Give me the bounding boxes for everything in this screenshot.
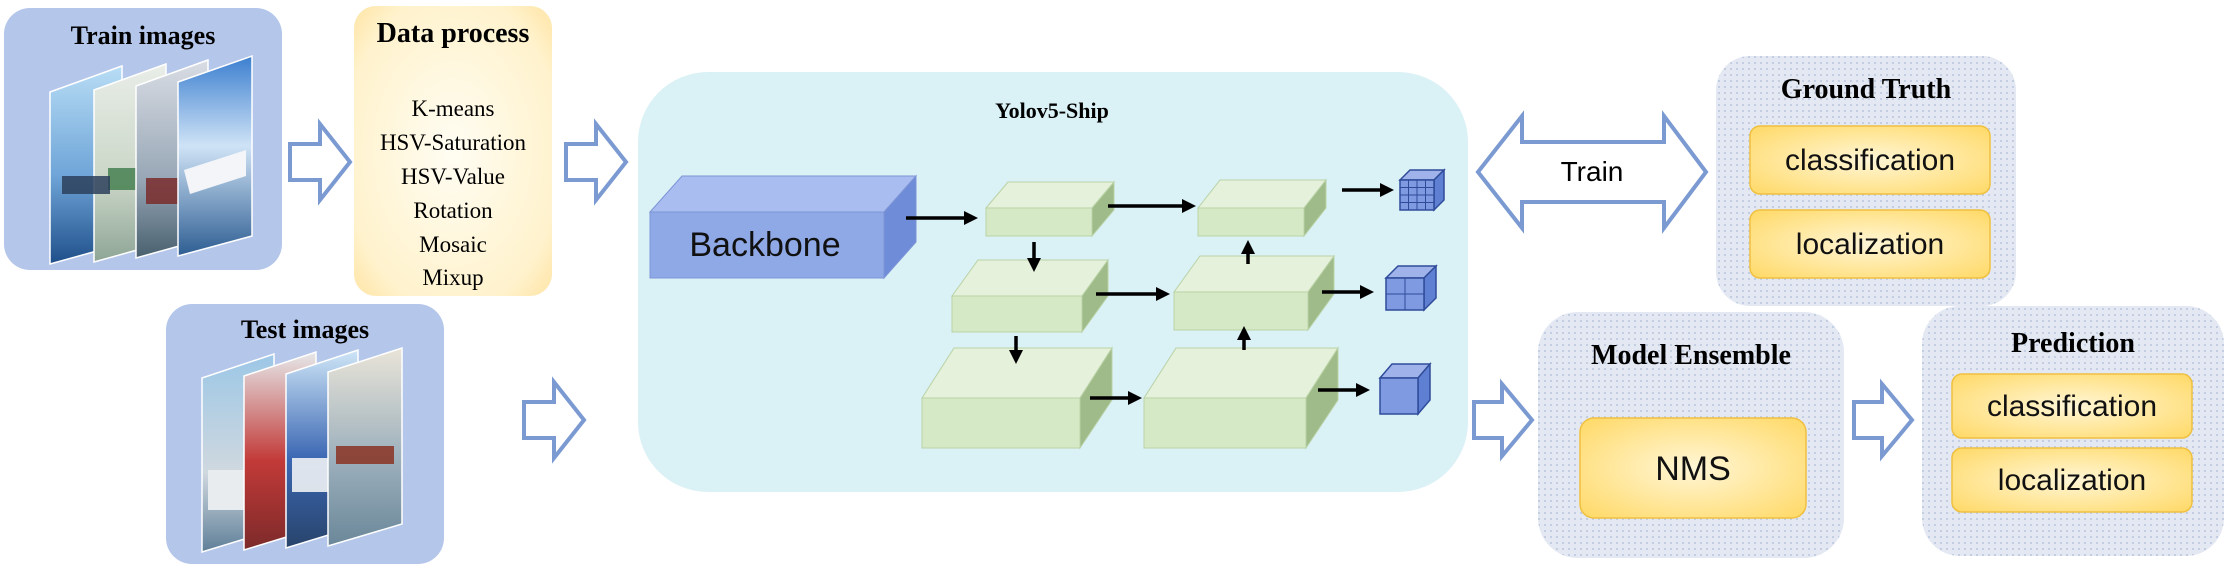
train-images-panel: Train images bbox=[4, 8, 282, 270]
arrow-c-to-d bbox=[1096, 287, 1170, 301]
arrow-b-to-output bbox=[1342, 183, 1394, 197]
train-image-4 bbox=[177, 54, 253, 257]
data-process-title: Data process bbox=[377, 18, 530, 49]
data-process-item: HSV-Saturation bbox=[380, 130, 527, 155]
model-ensemble-panel: Model Ensemble NMS bbox=[1538, 312, 1844, 558]
ground-truth-classification-label: classification bbox=[1785, 144, 1955, 177]
arrow-f-to-d bbox=[1237, 326, 1251, 350]
prediction-classification-box bbox=[1951, 373, 2193, 439]
ship-hull-1 bbox=[62, 176, 110, 194]
arrow-f-to-output bbox=[1318, 383, 1370, 397]
prediction-localization-label: localization bbox=[1998, 464, 2146, 497]
data-process-item: Rotation bbox=[413, 198, 493, 223]
arrow-a-to-b bbox=[1108, 199, 1196, 213]
arrow-c-to-e bbox=[1009, 336, 1023, 364]
ground-truth-localization-box bbox=[1749, 209, 1991, 279]
prediction-localization-box bbox=[1951, 447, 2193, 513]
ground-truth-title: Ground Truth bbox=[1781, 74, 1952, 105]
ground-truth-classification-box bbox=[1749, 125, 1991, 195]
test-ship-4 bbox=[336, 446, 394, 464]
arrow-d-to-b bbox=[1241, 240, 1255, 264]
model-panel: Yolov5-Ship Backbone bbox=[638, 72, 1468, 492]
nms-box bbox=[1579, 417, 1807, 519]
arrow-a-to-c bbox=[1027, 242, 1041, 272]
arrow-train-to-process bbox=[288, 118, 353, 206]
output-cube-small bbox=[1378, 361, 1432, 417]
backbone-front bbox=[649, 211, 885, 279]
output-cube-large-grid bbox=[1398, 168, 1446, 212]
feature-block-e bbox=[921, 346, 1113, 450]
train-images-title: Train images bbox=[71, 21, 216, 50]
data-process-item: K-means bbox=[411, 96, 494, 121]
data-process-item: HSV-Value bbox=[401, 164, 505, 189]
ground-truth-panel: Ground Truth classification localization bbox=[1716, 56, 2016, 306]
feature-block-a bbox=[984, 180, 1116, 238]
prediction-panel: Prediction classification localization bbox=[1922, 306, 2224, 556]
data-process-panel: Data process K-means HSV-Saturation HSV-… bbox=[354, 6, 552, 296]
test-image-stack bbox=[201, 346, 403, 554]
nms-label: NMS bbox=[1655, 450, 1731, 488]
arrow-model-to-ensemble bbox=[1472, 378, 1535, 462]
arrow-ensemble-to-prediction bbox=[1852, 378, 1915, 462]
train-image-stack bbox=[49, 54, 253, 265]
prediction-title: Prediction bbox=[2011, 328, 2135, 359]
model-ensemble-title: Model Ensemble bbox=[1591, 340, 1791, 371]
feature-block-f bbox=[1143, 346, 1339, 450]
arrow-d-to-output bbox=[1322, 285, 1374, 299]
data-process-item: Mixup bbox=[422, 265, 483, 290]
train-arrow-label: Train bbox=[1561, 156, 1624, 187]
backbone-top bbox=[648, 175, 918, 213]
test-images-title: Test images bbox=[241, 315, 369, 344]
arrow-process-to-model bbox=[564, 118, 629, 206]
ground-truth-localization-label: localization bbox=[1796, 228, 1944, 261]
feature-block-b bbox=[1196, 178, 1328, 238]
test-images-panel: Test images bbox=[166, 304, 444, 564]
model-title: Yolov5-Ship bbox=[995, 98, 1109, 123]
backbone-label: Backbone bbox=[689, 226, 840, 264]
feature-block-c bbox=[951, 258, 1109, 334]
arrow-backbone-to-a bbox=[906, 211, 978, 225]
arrow-train-bidirectional bbox=[1475, 110, 1709, 234]
data-process-background bbox=[354, 6, 552, 296]
backbone-block: Backbone bbox=[648, 174, 918, 280]
feature-block-d bbox=[1173, 254, 1335, 332]
prediction-classification-label: classification bbox=[1987, 390, 2157, 423]
arrow-test-to-model bbox=[522, 376, 587, 464]
cruise-ship bbox=[184, 150, 246, 194]
arrow-e-to-f bbox=[1090, 391, 1142, 405]
output-cube-medium-grid bbox=[1384, 264, 1438, 312]
data-process-item: Mosaic bbox=[419, 232, 487, 257]
